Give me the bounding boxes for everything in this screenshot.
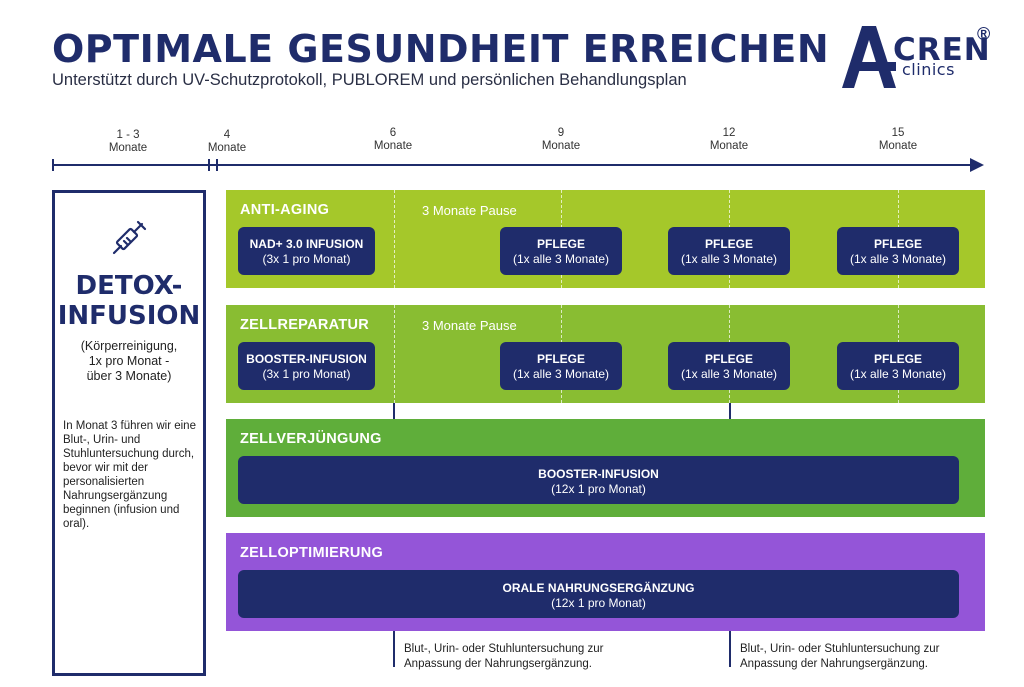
band-anti-aging: ANTI-AGING 3 Monate Pause NAD+ 3.0 INFUS… xyxy=(226,190,985,288)
exam-note: Blut-, Urin- oder Stuhluntersuchung zur … xyxy=(740,643,940,670)
booster-infusion-pill: BOOSTER-INFUSION (3x 1 pro Monat) xyxy=(238,342,375,390)
nad-infusion-pill: NAD+ 3.0 INFUSION (3x 1 pro Monat) xyxy=(238,227,375,275)
month-divider xyxy=(394,190,395,288)
care-pill: PFLEGE (1x alle 3 Monate) xyxy=(500,342,622,390)
detox-title: DETOX- INFUSION xyxy=(57,271,201,331)
logo-name: CREN xyxy=(893,32,991,68)
exam-marker xyxy=(393,403,395,419)
axis-tick xyxy=(208,159,210,171)
logo-registered: ® xyxy=(977,24,991,44)
tick-label-15: 15 Monate xyxy=(878,127,918,152)
pause-label: 3 Monate Pause xyxy=(422,318,517,333)
detox-note: In Monat 3 führen wir eine Blut-, Urin- … xyxy=(63,420,196,530)
band-label: ZELLOPTIMIERUNG xyxy=(240,545,384,561)
tick-label-12: 12 Monate xyxy=(709,127,749,152)
booster-infusion-bar: BOOSTER-INFUSION (12x 1 pro Monat) xyxy=(238,456,959,504)
page-subtitle: Unterstützt durch UV-Schutzprotokoll, PU… xyxy=(52,71,687,89)
care-pill: PFLEGE (1x alle 3 Monate) xyxy=(668,227,790,275)
exam-marker xyxy=(729,403,731,419)
band-label: ANTI-AGING xyxy=(240,202,330,218)
band-zelloptimierung: ZELLOPTIMIERUNG ORALE NAHRUNGSERGÄNZUNG … xyxy=(226,533,985,631)
syringe-icon xyxy=(112,220,147,255)
band-label: ZELLREPARATUR xyxy=(240,317,370,333)
axis-tick xyxy=(216,159,218,171)
care-pill: PFLEGE (1x alle 3 Monate) xyxy=(837,342,959,390)
tick-label-6: 6 Monate xyxy=(373,127,413,152)
tick-label-4: 4 Monate xyxy=(207,129,247,154)
timeline-axis xyxy=(52,164,972,166)
tick-label-9: 9 Monate xyxy=(541,127,581,152)
band-label: ZELLVERJÜNGUNG xyxy=(240,431,382,447)
acren-logo: CREN ® clinics xyxy=(838,22,1008,92)
exam-marker xyxy=(729,631,731,667)
care-pill: PFLEGE (1x alle 3 Monate) xyxy=(837,227,959,275)
exam-marker xyxy=(393,631,395,667)
page-title: OPTIMALE GESUNDHEIT ERREICHEN xyxy=(52,27,830,71)
exam-note: Blut-, Urin- oder Stuhluntersuchung zur … xyxy=(404,643,604,670)
oral-supplement-bar: ORALE NAHRUNGSERGÄNZUNG (12x 1 pro Monat… xyxy=(238,570,959,618)
detox-subtitle: (Körperreinigung, 1x pro Monat - über 3 … xyxy=(80,339,178,383)
detox-infusion-box: DETOX- INFUSION (Körperreinigung, 1x pro… xyxy=(52,190,206,676)
month-divider xyxy=(394,305,395,403)
timeline-arrow-icon xyxy=(970,158,984,172)
tick-label-1-3: 1 - 3 Monate xyxy=(108,129,148,154)
band-zellverjuengung: ZELLVERJÜNGUNG BOOSTER-INFUSION (12x 1 p… xyxy=(226,419,985,517)
care-pill: PFLEGE (1x alle 3 Monate) xyxy=(668,342,790,390)
care-pill: PFLEGE (1x alle 3 Monate) xyxy=(500,227,622,275)
axis-tick xyxy=(52,159,54,171)
logo-sub: clinics xyxy=(902,60,955,79)
band-zellreparatur: ZELLREPARATUR 3 Monate Pause BOOSTER-INF… xyxy=(226,305,985,403)
pause-label: 3 Monate Pause xyxy=(422,203,517,218)
logo-a-mark xyxy=(842,26,896,88)
